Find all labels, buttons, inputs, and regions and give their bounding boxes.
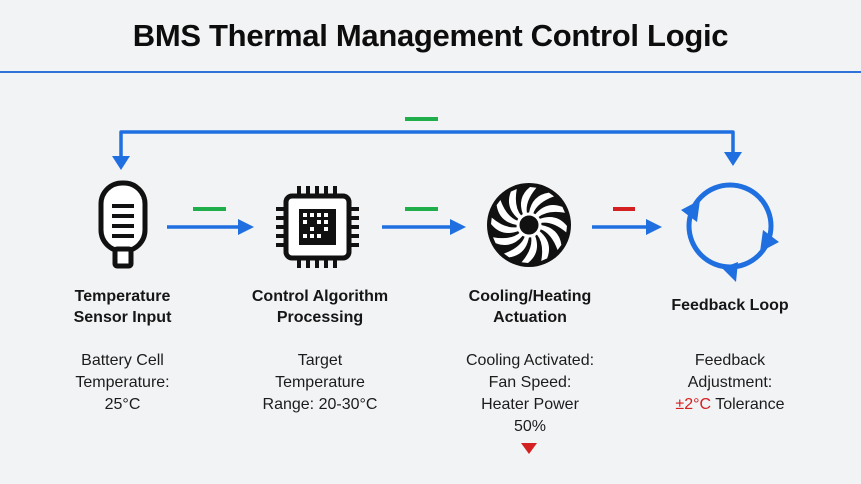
- step-1-desc-line-2: Temperature:: [75, 374, 170, 391]
- decrease-indicator-triangle: [521, 443, 537, 454]
- fan-blade: [520, 187, 537, 215]
- fan-blade: [496, 199, 518, 225]
- flow-arrowhead-1: [238, 219, 254, 235]
- fan-blade: [503, 236, 529, 258]
- step-3-desc-line-2: Fan Speed:: [488, 374, 572, 391]
- step-2-desc-line-1: Target: [297, 352, 343, 369]
- title-divider: [0, 71, 861, 73]
- step-3-label: Cooling/Heating Actuation: [440, 286, 620, 328]
- step-3-desc-line-4: 50%: [513, 418, 547, 435]
- fan-blade: [540, 225, 562, 251]
- fan-icon: [487, 183, 571, 267]
- step-4-label: Feedback Loop: [645, 295, 815, 316]
- step-4-desc-line-3: ±2°C Tolerance: [640, 394, 820, 416]
- step-2-description: Target Temperature Range: 20-30°C: [225, 350, 415, 416]
- tolerance-value: ±2°C: [675, 396, 712, 413]
- fan-blade: [529, 192, 555, 214]
- flow-arrowhead-3: [646, 219, 662, 235]
- feedback-green-indicator: [405, 117, 438, 121]
- fan-blade: [508, 189, 522, 219]
- step-4-label-line-1: Feedback Loop: [671, 297, 789, 314]
- fan-blade: [493, 232, 523, 246]
- flow-indicator-3-red: [613, 207, 635, 211]
- step-2-label-line-2: Processing: [276, 309, 364, 326]
- step-2-label: Control Algorithm Processing: [225, 286, 415, 328]
- step-1-label-line-2: Sensor Input: [73, 309, 172, 326]
- fan-blade: [539, 216, 567, 233]
- page-title: BMS Thermal Management Control Logic: [132, 18, 729, 53]
- step-1-description: Battery Cell Temperature: 25°C: [40, 350, 205, 416]
- fan-blade: [521, 235, 538, 263]
- tolerance-label: Tolerance: [711, 396, 785, 413]
- step-1-label-line-1: Temperature: [74, 288, 171, 305]
- fan-blade: [491, 217, 519, 234]
- step-3-desc-line-1: Cooling Activated:: [465, 352, 595, 369]
- microchip-icon: [276, 186, 359, 268]
- feedback-return-arrow: [119, 130, 735, 166]
- feedback-loop-icon: [681, 182, 779, 282]
- step-3-description: Cooling Activated: Fan Speed: Heater Pow…: [440, 350, 620, 438]
- step-3-label-line-2: Actuation: [493, 309, 567, 326]
- step-1-desc-line-3: 25°C: [104, 396, 141, 413]
- fan-blade: [536, 231, 550, 261]
- step-1-label: Temperature Sensor Input: [40, 286, 205, 328]
- step-2-desc-line-2: Temperature: [275, 374, 365, 391]
- step-1-desc-line-1: Battery Cell: [81, 352, 164, 369]
- flow-indicator-1-green: [193, 207, 226, 211]
- step-2-label-line-1: Control Algorithm: [251, 288, 389, 305]
- step-4-desc-line-2: Adjustment:: [687, 374, 773, 391]
- step-3-label-line-1: Cooling/Heating: [468, 288, 592, 305]
- feedback-return-arrowhead-right: [724, 152, 742, 166]
- fan-blade: [535, 204, 565, 218]
- step-4-description: Feedback Adjustment: ±2°C Tolerance: [640, 350, 820, 416]
- step-3-desc-line-3: Heater Power: [481, 396, 579, 413]
- flow-indicator-2-green: [405, 207, 438, 211]
- feedback-return-arrowhead-left: [112, 156, 130, 170]
- step-4-desc-line-1: Feedback: [694, 352, 766, 369]
- flow-arrowhead-2: [450, 219, 466, 235]
- thermometer-icon: [98, 180, 148, 269]
- step-2-desc-line-3: Range: 20-30°C: [262, 396, 378, 413]
